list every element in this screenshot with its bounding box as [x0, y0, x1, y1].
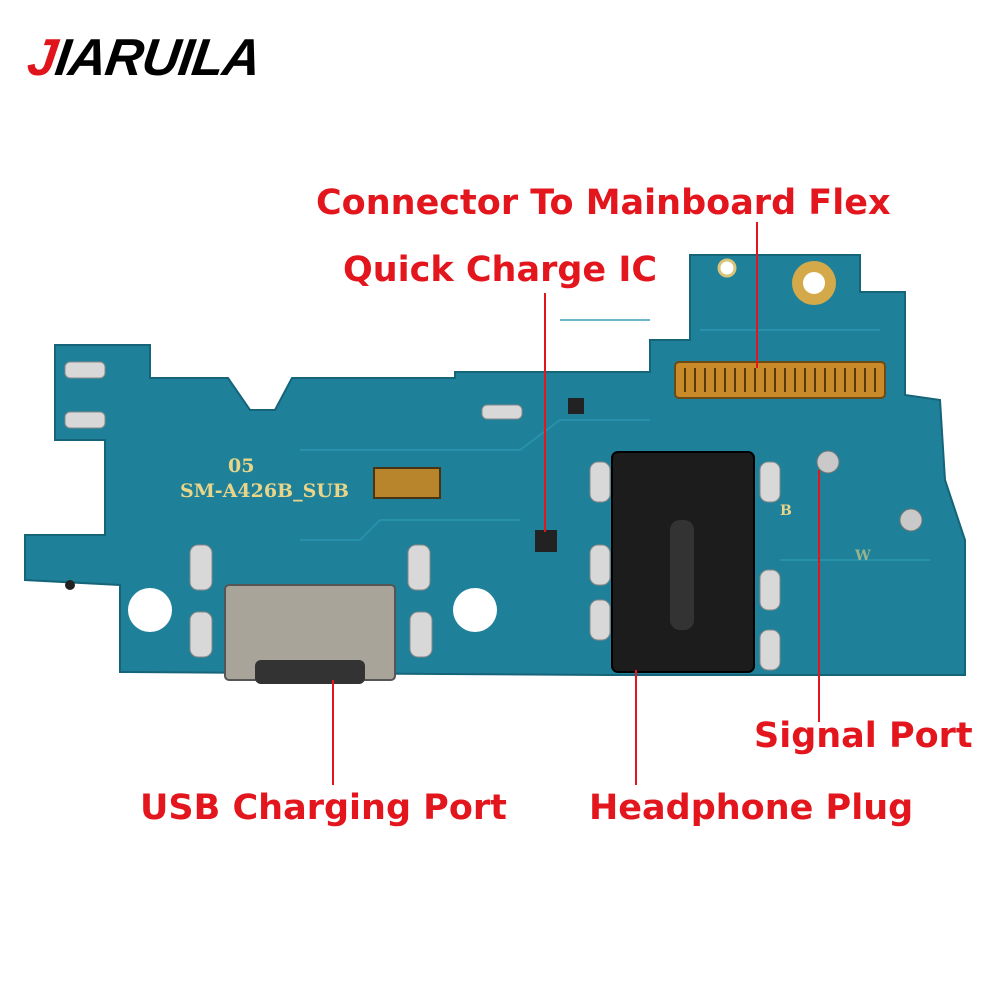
label-signal-port: Signal Port — [754, 716, 973, 756]
label-usb-port: USB Charging Port — [140, 788, 507, 828]
silk-model: SM-A426B_SUB — [180, 480, 349, 502]
label-connector: Connector To Mainboard Flex — [316, 183, 891, 223]
silk-w: W — [854, 548, 871, 564]
solder-pads — [64, 361, 781, 671]
silk-b: B — [780, 503, 792, 519]
mount-hole — [717, 258, 737, 278]
mount-hole — [453, 588, 497, 632]
callout-lines — [332, 222, 820, 785]
silk-revision: 05 — [228, 455, 254, 477]
mount-hole — [128, 588, 172, 632]
signal-port-connector — [816, 450, 840, 474]
label-quick-charge: Quick Charge IC — [343, 250, 658, 290]
mainboard-flex-connector — [674, 361, 886, 399]
connector-pins — [684, 368, 876, 392]
small-connector — [373, 467, 441, 499]
label-headphone: Headphone Plug — [589, 788, 914, 828]
quick-charge-ic — [535, 530, 557, 552]
pcb-traces — [300, 319, 930, 561]
